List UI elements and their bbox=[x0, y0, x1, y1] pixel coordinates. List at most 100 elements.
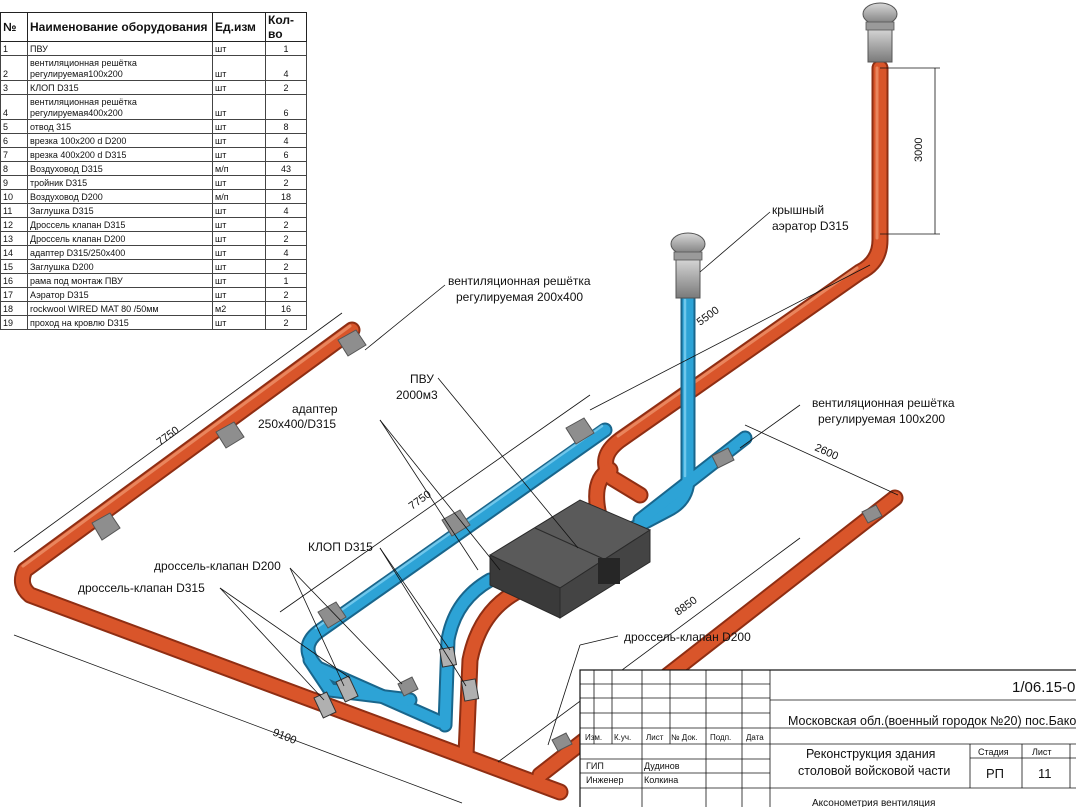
spec-cell-qty: 2 bbox=[265, 175, 307, 190]
doc-code: 1/06.15-0 bbox=[1012, 679, 1075, 696]
spec-header-qty: Кол-во bbox=[265, 12, 307, 42]
stage-value: РП bbox=[986, 766, 1004, 781]
equipment-spec-table: № Наименование оборудования Ед.изм Кол-в… bbox=[0, 12, 307, 330]
label-klop: КЛОП D315 bbox=[308, 540, 373, 554]
spec-cell-name-line: регулируемая100х200 bbox=[30, 69, 123, 79]
spec-cell-qty: 4 bbox=[265, 245, 307, 260]
spec-cell-name-line: отвод 315 bbox=[30, 122, 72, 132]
role-gip: ГИП bbox=[586, 761, 604, 771]
spec-header-unit: Ед.изм bbox=[212, 12, 266, 42]
spec-cell-name-line: врезка 100х200 d D200 bbox=[30, 136, 127, 146]
spec-header-row: № Наименование оборудования Ед.изм Кол-в… bbox=[0, 12, 307, 42]
spec-cell-unit: шт bbox=[212, 55, 266, 81]
sheet-header: Лист bbox=[1032, 747, 1052, 757]
col-header-doc: № Док. bbox=[671, 733, 697, 742]
spec-cell-name-line: Дроссель клапан D315 bbox=[30, 220, 126, 230]
spec-cell-name-line: Заглушка D200 bbox=[30, 262, 94, 272]
spec-cell-name: Дроссель клапан D315 bbox=[27, 217, 213, 232]
spec-cell-qty: 2 bbox=[265, 259, 307, 274]
spec-cell-num: 13 bbox=[0, 231, 28, 246]
spec-header-num: № bbox=[0, 12, 28, 42]
spec-cell-unit: шт bbox=[212, 259, 266, 274]
spec-cell-qty: 1 bbox=[265, 41, 307, 56]
col-header-podp: Подп. bbox=[710, 733, 731, 742]
spec-cell-unit: м/п bbox=[212, 161, 266, 176]
spec-cell-name: Заглушка D315 bbox=[27, 203, 213, 218]
spec-cell-name-line: КЛОП D315 bbox=[30, 83, 79, 93]
roof-aerator-blue bbox=[670, 232, 706, 299]
leader-lines bbox=[219, 211, 801, 746]
spec-cell-num: 15 bbox=[0, 259, 28, 274]
spec-cell-unit: шт bbox=[212, 245, 266, 260]
spec-cell-qty: 4 bbox=[265, 203, 307, 218]
stage-header: Стадия bbox=[978, 747, 1009, 757]
bottom-text: Аксонометрия вентиляция bbox=[812, 798, 935, 807]
spec-cell-unit: м2 bbox=[212, 301, 266, 316]
label-grille-200x400-1: вентиляционная решётка bbox=[448, 274, 591, 288]
label-throttle-d200-right: дроссель-клапан D200 bbox=[624, 630, 751, 644]
spec-cell-num: 16 bbox=[0, 273, 28, 288]
spec-cell-name-line: тройник D315 bbox=[30, 178, 88, 188]
spec-cell-qty: 4 bbox=[265, 133, 307, 148]
spec-cell-name: Дроссель клапан D200 bbox=[27, 231, 213, 246]
spec-cell-name: rockwool WIRED MAT 80 /50мм bbox=[27, 301, 213, 316]
spec-cell-qty: 6 bbox=[265, 94, 307, 120]
label-pvu-1: ПВУ bbox=[410, 372, 434, 386]
spec-cell-num: 1 bbox=[0, 41, 28, 56]
spec-cell-name: Воздуховод D315 bbox=[27, 161, 213, 176]
spec-cell-name: Заглушка D200 bbox=[27, 259, 213, 274]
col-header-list: Лист bbox=[646, 733, 664, 742]
spec-cell-unit: шт bbox=[212, 133, 266, 148]
spec-cell-name: тройник D315 bbox=[27, 175, 213, 190]
title-block: 1/06.15-0 Московская обл.(военный городо… bbox=[579, 669, 1076, 807]
label-roof-aerator-2: аэратор D315 bbox=[772, 219, 849, 233]
grilles bbox=[91, 329, 883, 752]
label-grille-200x400-2: регулируемая 200х400 bbox=[456, 290, 583, 304]
dim-7750-left: 7750 bbox=[155, 424, 182, 448]
spec-cell-unit: шт bbox=[212, 287, 266, 302]
spec-cell-name-line: Воздуховод D315 bbox=[30, 164, 103, 174]
dim-2600: 2600 bbox=[813, 442, 840, 463]
spec-cell-unit: м/п bbox=[212, 189, 266, 204]
spec-cell-qty: 2 bbox=[265, 80, 307, 95]
spec-cell-unit: шт bbox=[212, 147, 266, 162]
spec-cell-name-line: регулируемая400х200 bbox=[30, 108, 123, 118]
spec-cell-name-line: вентиляционная решётка bbox=[30, 58, 137, 68]
spec-cell-name-line: вентиляционная решётка bbox=[30, 97, 137, 107]
spec-cell-name-line: проход на кровлю D315 bbox=[30, 318, 129, 328]
spec-cell-num: 8 bbox=[0, 161, 28, 176]
spec-cell-num: 17 bbox=[0, 287, 28, 302]
spec-cell-name: отвод 315 bbox=[27, 119, 213, 134]
spec-cell-unit: шт bbox=[212, 94, 266, 120]
dim-7750-mid: 7750 bbox=[407, 488, 434, 512]
spec-cell-qty: 4 bbox=[265, 55, 307, 81]
spec-cell-num: 10 bbox=[0, 189, 28, 204]
spec-cell-name-line: Дроссель клапан D200 bbox=[30, 234, 126, 244]
project-line-1: Реконструкция здания bbox=[806, 747, 935, 761]
dim-8850: 8850 bbox=[673, 594, 700, 618]
project-line-2: столовой войсковой части bbox=[798, 764, 950, 778]
label-grille-100x200-1: вентиляционная решётка bbox=[812, 396, 955, 410]
spec-cell-name-line: Аэратор D315 bbox=[30, 290, 89, 300]
spec-cell-qty: 2 bbox=[265, 217, 307, 232]
spec-cell-name: ПВУ bbox=[27, 41, 213, 56]
dim-9100: 9100 bbox=[271, 727, 298, 747]
spec-header-name: Наименование оборудования bbox=[27, 12, 213, 42]
spec-cell-qty: 2 bbox=[265, 315, 307, 330]
spec-cell-num: 11 bbox=[0, 203, 28, 218]
spec-cell-num: 7 bbox=[0, 147, 28, 162]
spec-cell-num: 2 bbox=[0, 55, 28, 81]
spec-cell-num: 4 bbox=[0, 94, 28, 120]
